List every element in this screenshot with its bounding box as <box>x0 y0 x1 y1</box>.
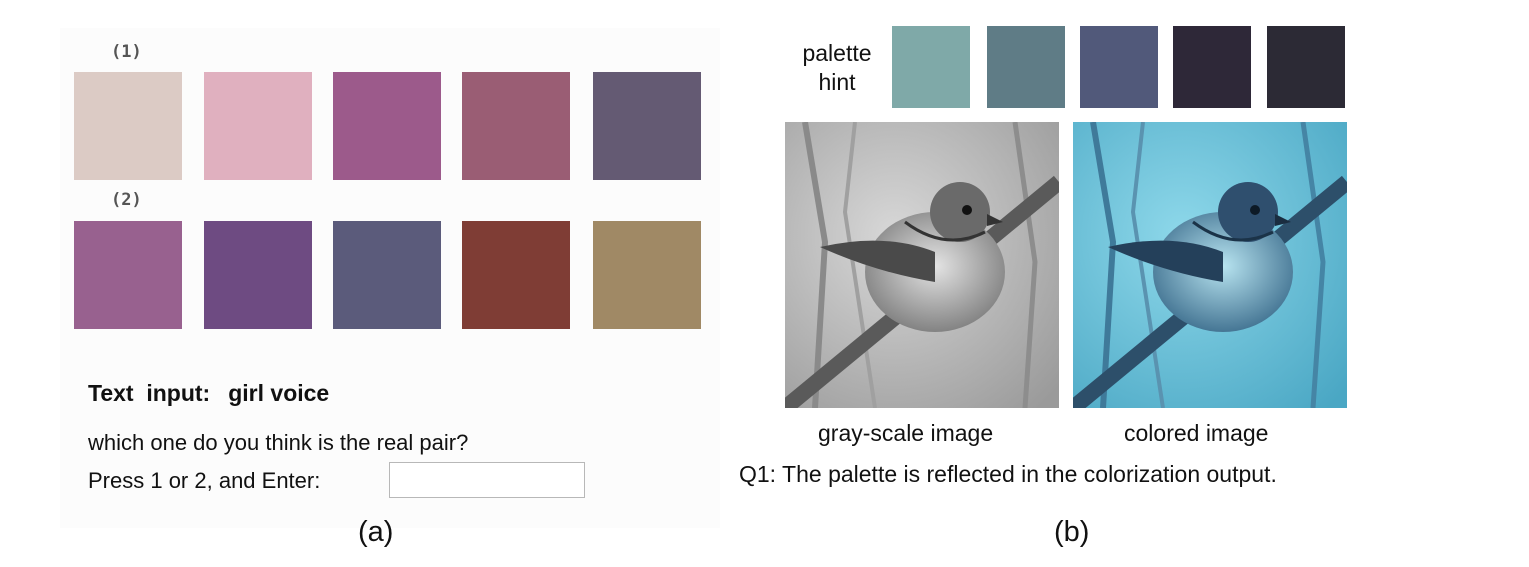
set-1-swatch-1 <box>74 72 182 180</box>
panel-a-caption: (a) <box>358 516 394 548</box>
answer-input[interactable] <box>389 462 585 498</box>
set-2-swatch-4 <box>462 221 570 329</box>
gray-scale-caption: gray-scale image <box>818 420 994 446</box>
palette-hint-swatch-3 <box>1080 26 1158 108</box>
set-1-swatch-4 <box>462 72 570 180</box>
colored-image <box>1073 122 1347 408</box>
palette-hint-line1: palette <box>802 40 872 66</box>
q1-statement: Q1: The palette is reflected in the colo… <box>739 461 1277 487</box>
set-2-swatch-5 <box>593 221 701 329</box>
palette-hint-swatch-5 <box>1267 26 1345 108</box>
set-1-swatch-3 <box>333 72 441 180</box>
panel-b-caption: (b) <box>1054 516 1090 548</box>
palette-hint-swatch-2 <box>987 26 1065 108</box>
set-2-swatch-1 <box>74 221 182 329</box>
palette-hint-swatch-1 <box>892 26 970 108</box>
palette-hint-line2: hint <box>818 69 856 95</box>
text-input-label: Text input: girl voice <box>88 380 329 407</box>
answer-prompt: Press 1 or 2, and Enter: <box>88 468 321 493</box>
gray-scale-image <box>785 122 1059 408</box>
palette-hint-swatch-4 <box>1173 26 1251 108</box>
text-input-value: girl voice <box>228 380 330 406</box>
palette-hint-label: palette hint <box>792 40 882 96</box>
question-text: which one do you think is the real pair? <box>88 430 469 455</box>
set-2-swatch-3 <box>333 221 441 329</box>
palette-set-2-label: (2) <box>111 190 142 210</box>
set-1-swatch-5 <box>593 72 701 180</box>
set-1-swatch-2 <box>204 72 312 180</box>
set-2-swatch-2 <box>204 221 312 329</box>
text-input-caption: Text input: <box>88 380 211 406</box>
palette-set-1-label: (1) <box>111 42 142 62</box>
colored-image-caption: colored image <box>1124 420 1269 446</box>
